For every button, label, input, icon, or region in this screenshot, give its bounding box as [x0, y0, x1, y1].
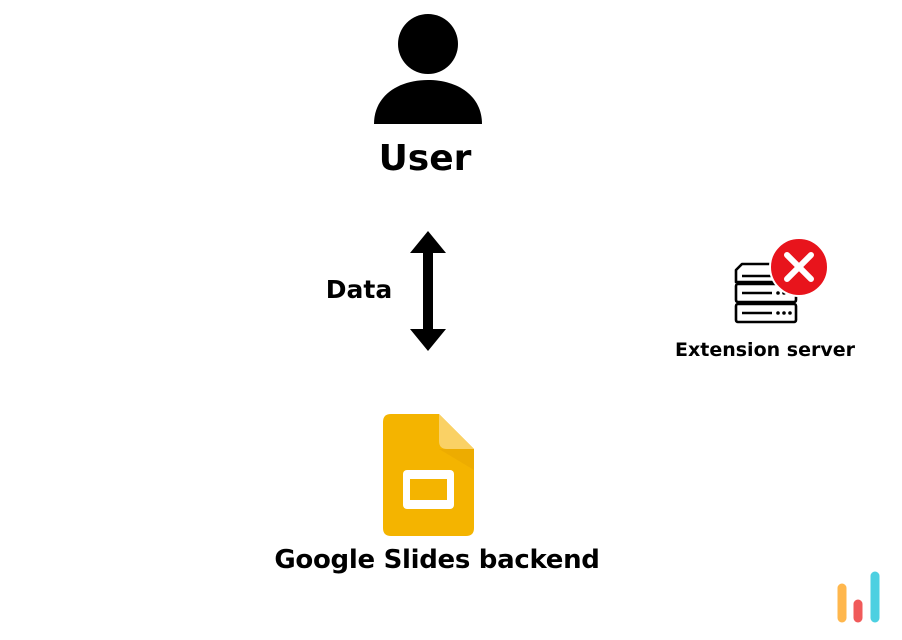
- backend-label: Google Slides backend: [274, 545, 600, 575]
- extension-server-label: Extension server: [675, 339, 855, 361]
- google-slides-icon: [383, 414, 474, 536]
- extension-server-node: [728, 236, 830, 332]
- bar-logo-icon: [834, 570, 884, 626]
- double-arrow-vertical-icon: [406, 229, 450, 353]
- user-label: User: [378, 138, 472, 179]
- user-icon: [372, 14, 484, 126]
- error-x-icon: [769, 237, 829, 297]
- data-label: Data: [325, 275, 393, 304]
